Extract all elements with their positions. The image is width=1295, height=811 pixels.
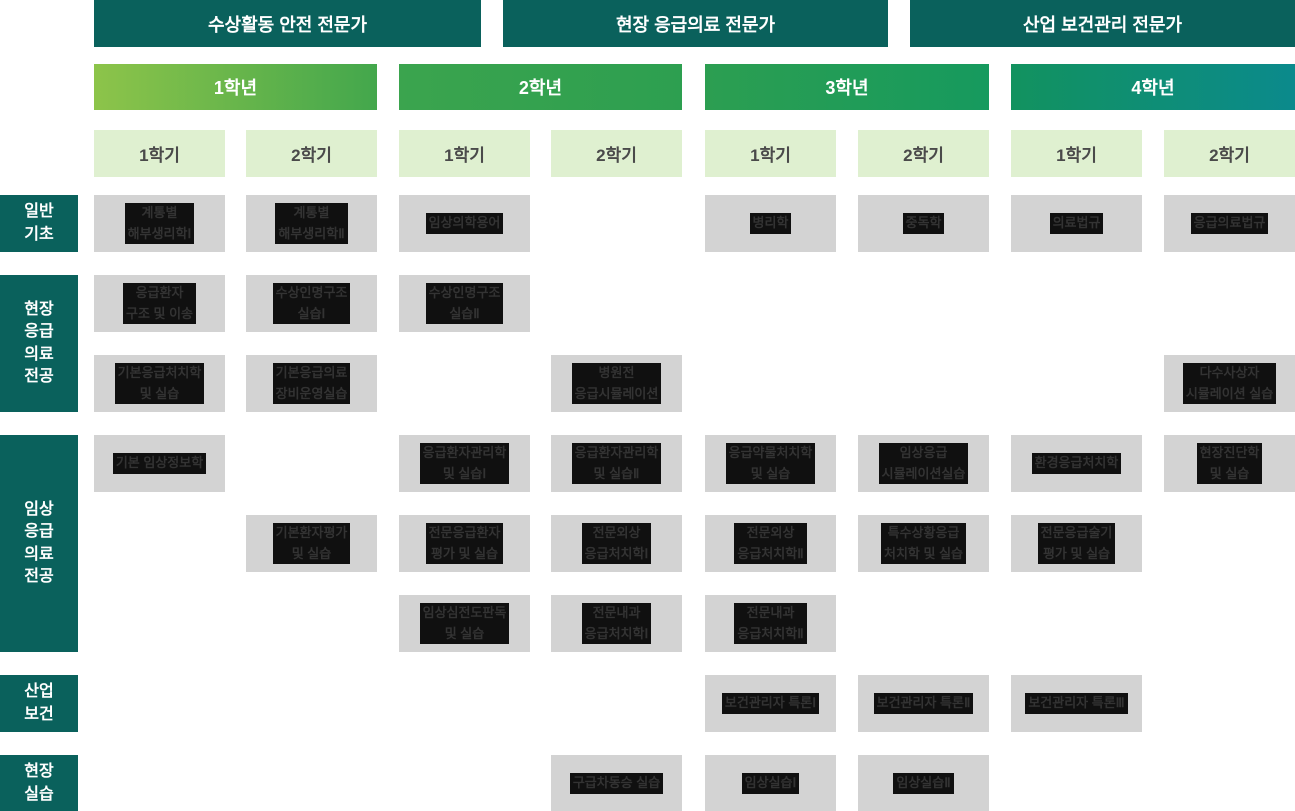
course-box-r3-c8: 다수사상자 시뮬레이션 실습	[1164, 355, 1295, 412]
course-box-r8-c6: 임상실습Ⅱ	[858, 755, 989, 811]
course-name: 의료법규	[1049, 213, 1104, 234]
year-header-2: 2학년	[399, 64, 682, 110]
course-box-r4-c6: 임상응급 시뮬레이션실습	[858, 435, 989, 492]
course-box-r1-c3: 임상의학용어	[399, 195, 530, 252]
course-name: 기본응급처치학 및 실습	[114, 363, 205, 404]
course-name: 보건관리자 특론Ⅲ	[1025, 693, 1128, 714]
course-box-r5-c6: 특수상황응급 처치학 및 실습	[858, 515, 989, 572]
course-name: 병리학	[749, 213, 792, 234]
course-box-r2-c2: 수상인명구조 실습Ⅰ	[246, 275, 377, 332]
semester-header-y3s2: 2학기	[858, 130, 989, 177]
course-name: 기본 임상정보학	[112, 453, 207, 474]
course-name: 수상인명구조 실습Ⅰ	[272, 283, 351, 324]
semester-header-y3s1: 1학기	[705, 130, 836, 177]
track-header-water-safety: 수상활동 안전 전문가	[94, 0, 481, 47]
course-name: 전문내과 응급처치학Ⅱ	[734, 603, 807, 644]
course-box-r3-c4: 병원전 응급시뮬레이션	[551, 355, 682, 412]
course-box-r7-c6: 보건관리자 특론Ⅱ	[858, 675, 989, 732]
year-header-1: 1학년	[94, 64, 377, 110]
track-header-industrial-health: 산업 보건관리 전문가	[910, 0, 1295, 47]
course-box-r5-c7: 전문응급술기 평가 및 실습	[1011, 515, 1142, 572]
course-name: 전문응급환자 평가 및 실습	[425, 523, 504, 564]
course-box-r4-c7: 환경응급처치학	[1011, 435, 1142, 492]
course-box-r4-c1: 기본 임상정보학	[94, 435, 225, 492]
course-name: 계통별 해부생리학Ⅰ	[124, 203, 195, 244]
course-name: 전문내과 응급처치학Ⅰ	[581, 603, 652, 644]
course-box-r5-c2: 기본환자평가 및 실습	[246, 515, 377, 572]
course-box-r6-c4: 전문내과 응급처치학Ⅰ	[551, 595, 682, 652]
course-name: 특수상황응급 처치학 및 실습	[881, 523, 966, 564]
course-name: 응급환자 구조 및 이송	[122, 283, 197, 324]
course-name: 현장진단학 및 실습	[1196, 443, 1263, 484]
course-name: 병원전 응급시뮬레이션	[571, 363, 662, 404]
course-box-r1-c7: 의료법규	[1011, 195, 1142, 252]
course-name: 임상실습Ⅰ	[741, 773, 800, 794]
course-name: 전문외상 응급처치학Ⅰ	[581, 523, 652, 564]
semester-header-y1s2: 2학기	[246, 130, 377, 177]
course-name: 전문응급술기 평가 및 실습	[1037, 523, 1116, 564]
course-box-r2-c3: 수상인명구조 실습Ⅱ	[399, 275, 530, 332]
course-box-r1-c8: 응급의료법규	[1164, 195, 1295, 252]
year-header-3: 3학년	[705, 64, 989, 110]
course-name: 구급차동승 실습	[569, 773, 664, 794]
course-name: 임상응급 시뮬레이션실습	[878, 443, 969, 484]
course-box-r7-c5: 보건관리자 특론Ⅰ	[705, 675, 836, 732]
course-box-r1-c2: 계통별 해부생리학Ⅱ	[246, 195, 377, 252]
category-clinical-emergency-major: 임상 응급 의료 전공	[0, 435, 78, 652]
course-box-r4-c8: 현장진단학 및 실습	[1164, 435, 1295, 492]
course-box-r1-c5: 병리학	[705, 195, 836, 252]
course-box-r8-c5: 임상실습Ⅰ	[705, 755, 836, 811]
course-name: 응급의료법규	[1190, 213, 1269, 234]
course-name: 기본응급의료 장비운영실습	[272, 363, 351, 404]
course-name: 보건관리자 특론Ⅱ	[873, 693, 974, 714]
course-name: 임상의학용어	[425, 213, 504, 234]
course-box-r8-c4: 구급차동승 실습	[551, 755, 682, 811]
category-industrial-health: 산업 보건	[0, 675, 78, 732]
course-name: 전문외상 응급처치학Ⅱ	[734, 523, 807, 564]
category-field-practice: 현장 실습	[0, 755, 78, 811]
course-name: 중독학	[902, 213, 945, 234]
semester-header-y1s1: 1학기	[94, 130, 225, 177]
course-box-r4-c4: 응급환자관리학 및 실습Ⅱ	[551, 435, 682, 492]
semester-header-y4s1: 1학기	[1011, 130, 1142, 177]
course-box-r1-c1: 계통별 해부생리학Ⅰ	[94, 195, 225, 252]
course-name: 임상심전도판독 및 실습	[419, 603, 510, 644]
course-box-r6-c5: 전문내과 응급처치학Ⅱ	[705, 595, 836, 652]
track-header-field-emergency: 현장 응급의료 전문가	[503, 0, 888, 47]
course-box-r2-c1: 응급환자 구조 및 이송	[94, 275, 225, 332]
course-box-r6-c3: 임상심전도판독 및 실습	[399, 595, 530, 652]
course-name: 다수사상자 시뮬레이션 실습	[1182, 363, 1277, 404]
semester-header-y4s2: 2학기	[1164, 130, 1295, 177]
category-field-emergency-major: 현장 응급 의료 전공	[0, 275, 78, 412]
course-name: 환경응급처치학	[1031, 453, 1122, 474]
course-name: 응급환자관리학 및 실습Ⅱ	[571, 443, 662, 484]
semester-header-y2s1: 1학기	[399, 130, 530, 177]
course-box-r5-c3: 전문응급환자 평가 및 실습	[399, 515, 530, 572]
course-box-r1-c6: 중독학	[858, 195, 989, 252]
course-name: 계통별 해부생리학Ⅱ	[275, 203, 348, 244]
semester-header-y2s2: 2학기	[551, 130, 682, 177]
course-box-r5-c5: 전문외상 응급처치학Ⅱ	[705, 515, 836, 572]
category-general-basics: 일반 기초	[0, 195, 78, 252]
course-box-r3-c1: 기본응급처치학 및 실습	[94, 355, 225, 412]
course-box-r5-c4: 전문외상 응급처치학Ⅰ	[551, 515, 682, 572]
course-name: 보건관리자 특론Ⅰ	[721, 693, 820, 714]
course-box-r4-c3: 응급환자관리학 및 실습Ⅰ	[399, 435, 530, 492]
course-box-r7-c7: 보건관리자 특론Ⅲ	[1011, 675, 1142, 732]
course-name: 기본환자평가 및 실습	[272, 523, 351, 564]
course-name: 수상인명구조 실습Ⅱ	[425, 283, 504, 324]
course-name: 응급환자관리학 및 실습Ⅰ	[419, 443, 510, 484]
year-header-4: 4학년	[1011, 64, 1295, 110]
course-box-r4-c5: 응급약물처치학 및 실습	[705, 435, 836, 492]
course-box-r3-c2: 기본응급의료 장비운영실습	[246, 355, 377, 412]
course-name: 임상실습Ⅱ	[893, 773, 954, 794]
course-name: 응급약물처치학 및 실습	[725, 443, 816, 484]
